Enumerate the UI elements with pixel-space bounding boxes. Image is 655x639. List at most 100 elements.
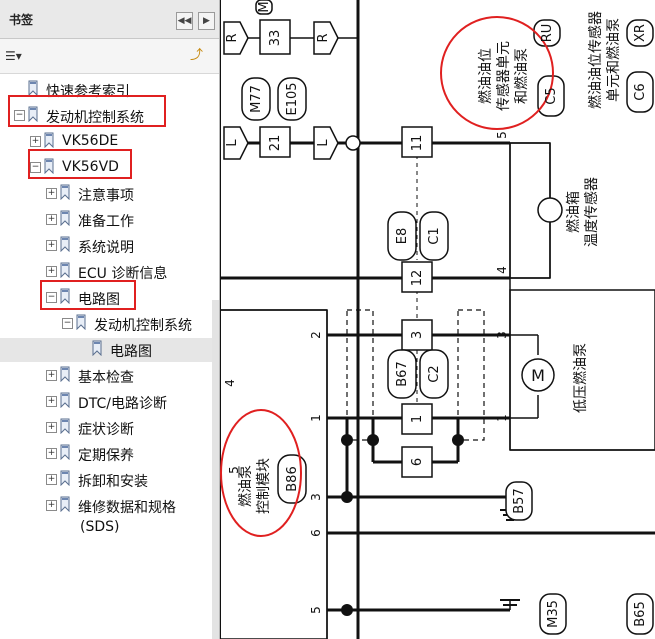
- label-b67: B67: [395, 361, 410, 386]
- collapse-icon[interactable]: −: [14, 110, 25, 121]
- pin-5b: 5: [309, 606, 323, 614]
- tree-item-wiring-diagram[interactable]: − 电路图: [0, 286, 212, 310]
- tree-item-wiring-diagram-sub[interactable]: 电路图: [0, 338, 212, 362]
- label-c1: 1: [410, 415, 425, 423]
- tree-item-label: 发动机控制系统: [94, 318, 192, 334]
- expand-icon[interactable]: +: [46, 266, 57, 277]
- tree-item-basic-inspection[interactable]: + 基本检查: [0, 364, 212, 388]
- tree-item-vk56vd[interactable]: −VK56VD: [0, 156, 212, 180]
- bookmark-icon: [44, 158, 56, 174]
- bookmark-icon: [60, 392, 72, 408]
- label-c6: 6: [410, 458, 425, 466]
- bookmark-icon: [44, 132, 56, 148]
- collapse-icon[interactable]: −: [46, 292, 57, 303]
- top-right-line2: 单元和燃油泵: [605, 18, 622, 102]
- pin-1b: 1: [495, 414, 509, 422]
- options-menu-icon[interactable]: ☰▾: [5, 49, 22, 63]
- label-m35: M35: [546, 600, 561, 628]
- expand-icon[interactable]: +: [46, 240, 57, 251]
- pin-5a: 5: [227, 466, 241, 474]
- panel-header: 书签 ◀◀ ▶: [0, 0, 219, 39]
- bookmark-icon: [60, 366, 72, 382]
- label-c3: 3: [410, 331, 425, 339]
- pin-5c: 5: [495, 131, 509, 139]
- collapse-panel-button[interactable]: ◀◀: [176, 12, 193, 30]
- tree-item-system-description[interactable]: + 系统说明: [0, 234, 212, 258]
- bookmark-icon: [60, 444, 72, 460]
- highlight-box-vk56vd: [28, 149, 132, 179]
- tree-item-engine-control[interactable]: − 发动机控制系统: [0, 104, 212, 128]
- tree-item-sds[interactable]: (SDS): [0, 516, 212, 540]
- label-ru: RU: [540, 24, 555, 43]
- scrollbar[interactable]: [212, 300, 219, 639]
- bookmark-icon: [28, 80, 40, 96]
- expand-icon[interactable]: +: [46, 188, 57, 199]
- label-c1b: C1: [427, 227, 442, 244]
- bookmark-icon: [76, 314, 88, 330]
- tree-item-label: 维修数据和规格: [78, 500, 176, 516]
- tree-item-label: ECU 诊断信息: [78, 266, 168, 282]
- bookmark-toolbar: ☰▾ ⤴: [0, 39, 219, 74]
- tree-item-dtc-circuit[interactable]: +DTC/电路诊断: [0, 390, 212, 414]
- pin-6: 6: [309, 529, 323, 537]
- label-r1: R: [225, 33, 240, 42]
- control-module-line1: 燃油泵: [237, 465, 254, 507]
- sensor-unit-line3: 和燃油泵: [513, 48, 530, 104]
- bookmark-icon: [60, 262, 72, 278]
- tree-item-label: 电路图: [78, 292, 120, 308]
- expand-icon[interactable]: +: [46, 474, 57, 485]
- expand-icon[interactable]: +: [30, 136, 41, 147]
- tree-item-periodic-maintenance[interactable]: +定期保养: [0, 442, 212, 466]
- pin-3b: 3: [495, 331, 509, 339]
- label-b86: B86: [285, 466, 300, 491]
- bookmark-icon: [60, 210, 72, 226]
- tree-item-label: 发动机控制系统: [46, 110, 144, 126]
- collapse-icon[interactable]: −: [30, 162, 41, 173]
- label-xr: XR: [633, 24, 648, 42]
- label-m7: M: [257, 1, 272, 12]
- expand-icon[interactable]: +: [46, 396, 57, 407]
- bookmark-icon: [60, 184, 72, 200]
- bookmark-icon: [60, 236, 72, 252]
- label-c5: C5: [544, 87, 559, 104]
- pin-4b: 4: [495, 266, 509, 274]
- motor-symbol: M: [531, 366, 545, 385]
- tree-item-label: 系统说明: [78, 240, 134, 256]
- control-module-line2: 控制模块: [256, 458, 272, 514]
- label-c21: 21: [268, 135, 283, 152]
- tree-item-preparation[interactable]: + 准备工作: [0, 208, 212, 232]
- label-l2: L: [316, 139, 331, 147]
- sensor-unit-line2: 传感器单元: [495, 41, 512, 111]
- label-b57: B57: [512, 488, 527, 513]
- tree-item-label: 准备工作: [78, 214, 134, 230]
- expand-icon[interactable]: +: [46, 422, 57, 433]
- pin-2: 2: [309, 331, 323, 339]
- label-m77: M77: [249, 85, 264, 113]
- highlight-box-engine: [8, 95, 166, 127]
- tree-item-service-data[interactable]: + 维修数据和规格: [0, 494, 212, 518]
- bookmark-icon: [60, 470, 72, 486]
- tree-item-removal-installation[interactable]: +拆卸和安装: [0, 468, 212, 492]
- tree-item-ecu-diagnosis[interactable]: + ECU 诊断信息: [0, 260, 212, 284]
- tree-item-engine-control-sub[interactable]: − 发动机控制系统: [0, 312, 212, 336]
- find-bookmark-icon[interactable]: ⤴: [190, 48, 204, 63]
- bookmark-icon: [60, 496, 72, 512]
- tree-item-symptom-diagnosis[interactable]: +症状诊断: [0, 416, 212, 440]
- collapse-icon[interactable]: −: [62, 318, 73, 329]
- label-e105: E105: [285, 82, 300, 115]
- label-c6r: C6: [633, 83, 648, 100]
- bookmarks-panel: 书签 ◀◀ ▶ ☰▾ ⤴ 快速参考索引−发动机控制系统+VK56DE−VK56V…: [0, 0, 220, 639]
- highlight-box-circuit: [40, 280, 136, 310]
- tree-item-label: 基本检查: [78, 370, 134, 386]
- top-right-line1: 燃油油位传感器: [587, 11, 604, 109]
- pin-3a: 3: [309, 493, 323, 501]
- bookmark-icon: [28, 106, 40, 122]
- expand-icon[interactable]: +: [46, 370, 57, 381]
- next-panel-button[interactable]: ▶: [198, 12, 215, 30]
- tree-item-precautions[interactable]: +注意事项: [0, 182, 212, 206]
- expand-icon[interactable]: +: [46, 500, 57, 511]
- expand-icon[interactable]: +: [46, 448, 57, 459]
- expand-icon[interactable]: +: [46, 214, 57, 225]
- tree-item-vk56de[interactable]: +VK56DE: [0, 130, 212, 154]
- bookmark-icon: [60, 418, 72, 434]
